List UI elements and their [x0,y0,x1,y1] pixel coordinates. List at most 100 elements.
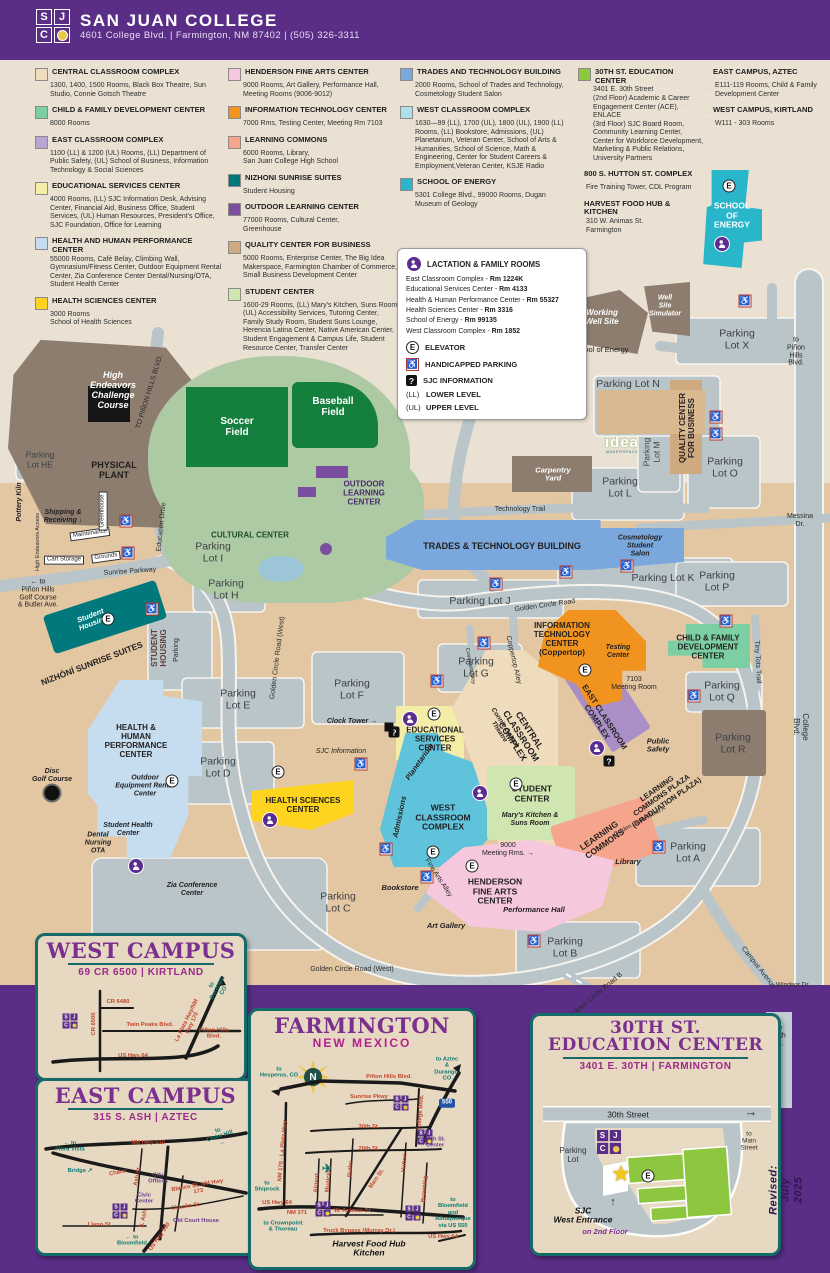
legend-entry-head: EAST CLASSROOM COMPLEX [35,134,225,149]
legend-swatch [228,241,241,255]
legend-entry-desc: 5301 College Blvd., 99000 Rooms, Dugan M… [415,192,546,208]
legend-swatch [228,135,241,149]
info-icon: ? [406,375,417,387]
sjc-logo: S J C [36,9,70,43]
inset-farmington: FARMINGTON NEW MEXICO N [248,1008,476,1270]
legend-entry-name: SCHOOL OF ENERGY [417,177,497,187]
legend-entry-desc: 310 W. Animas St. Farmington [586,218,644,234]
legend-entry-desc: 6000 Rooms, Library, San Juan College Hi… [243,149,338,166]
farmington-title: FARMINGTON [274,1013,450,1038]
lactation-room: Health Sciences Center - Rm 3316 [406,307,513,315]
inset-label: ← to Bloomfield [117,1234,147,1247]
inset-label: Piñon Hills Blvd. [366,1073,412,1080]
legend-swatch [35,135,48,149]
legend-entry-head: CHILD & FAMILY DEVELOPMENT CENTER [35,105,225,120]
lactation-room: Educational Services Center - Rm 4133 [406,286,528,294]
inset-label: to Shiprock [254,1180,280,1193]
legend-entry-desc: 8000 Rooms [50,120,90,128]
header: S J C SAN JUAN COLLEGE 4601 College Blvd… [0,0,830,60]
legend-entry-head: EDUCATIONAL SERVICES CENTER [35,181,225,196]
legend-entry-desc: 3000 Rooms School of Health Sciences [50,310,132,327]
legend-swatch [35,237,48,251]
legend-entry-name: QUALITY CENTER FOR BUSINESS [245,240,371,250]
inset-label: Hutton [401,1153,409,1173]
west-campus-subtitle: 69 CR 6500 | KIRTLAND [78,967,204,979]
legend-entry-name: WEST CLASSROOM COMPLEX [417,105,531,115]
legend-entry-name: EAST CLASSROOM COMPLEX [52,134,164,144]
legend-entry-desc: 4000 Rooms, (LL) SJC Information Desk, A… [50,196,215,229]
farmington-state: NEW MEXICO [312,1036,412,1051]
legend-swatch [400,178,413,192]
legend-entry-desc: Fire Training Tower, CDL Program [586,184,692,192]
legend-entry-head: HEALTH SCIENCES CENTER [35,295,225,310]
legend-entry-desc: W111 - 303 Rooms [715,120,775,128]
legend-swatch [228,173,241,187]
legend-entry-desc: Student Housing [243,187,295,195]
inset-label: Chuska St. [170,1201,202,1212]
inset-label: Chaco [108,1168,128,1178]
inset-label: Twin Peaks Blvd. [126,1021,174,1028]
inset-label: to Main Street [740,1130,758,1152]
inset-label: CR 6500 [90,1012,97,1036]
legend-entry-name: EAST CAMPUS, AZTEC [713,67,798,76]
inset-label: → [744,1103,758,1119]
legend-entry-name: HEALTH SCIENCES CENTER [52,295,157,305]
inset-label: City Offices [148,1172,168,1185]
legend-entry-name: 30TH ST. EDUCATION CENTER [595,67,674,85]
legend-swatch [35,182,48,196]
symbol-item: (UL)UPPER LEVEL [406,403,578,412]
symbol-item-label: SJC INFORMATION [423,376,493,386]
west-campus-roads [51,976,242,1073]
farmington-roads [257,1064,466,1242]
lactation-title: LACTATION & FAMILY ROOMS [427,259,541,269]
inset-label: Old Court House [172,1217,220,1224]
east-campus-title: EAST CAMPUS [54,1083,237,1108]
inset-label: to Durango, CO [208,975,229,1001]
thirty-title-line2: EDUCATION CENTER [548,1035,763,1056]
legend-entry-name: STUDENT CENTER [245,286,315,296]
legend-entry-desc: 1100 (LL) & 1200 (UL) Rooms, (LL) Depart… [50,149,209,174]
lactation-room: Health & Human Performance Center - Rm 5… [406,296,559,304]
inset-label: ↑ [610,1195,616,1208]
legend-swatch [578,68,591,81]
legend-entry-head: OUTDOOR LEARNING CENTER [228,202,400,217]
inset-east-campus: EAST CAMPUS 315 S. ASH | AZTEC ← to Flor… [35,1078,256,1256]
legend-entry-desc: 55000 Rooms, Café Belay, Climbing Wall, … [50,255,222,289]
legend-entry-desc: 9000 Rooms, Art Gallery, Performance Hal… [243,82,379,98]
east-campus-subtitle: 315 S. ASH | AZTEC [93,1112,198,1124]
symbol-item-label: HANDICAPPED PARKING [425,360,518,370]
inset-label: Harvest Food Hub Kitchen [332,1238,406,1258]
symbols-legend: LACTATION & FAMILY ROOMS East Classroom … [397,248,587,421]
legend-entry-name: LEARNING COMMONS [245,134,328,144]
thirty-roads [543,1106,771,1238]
legend-entry-desc: 3401 E. 30th Street (2nd Floor) Academic… [593,86,703,162]
inset-label: Piñon Hills Blvd. [199,1027,229,1040]
legend-entry-head: HARVEST FOOD HUB & KITCHEN [578,198,704,217]
symbol-item-label: LOWER LEVEL [426,390,481,400]
legend-swatch [35,106,48,120]
legend-entry-desc: 5000 Rooms, Enterprise Center, The Big I… [243,255,398,280]
legend-entry-name: HARVEST FOOD HUB & KITCHEN [584,198,671,217]
east-campus-roads [44,1131,248,1253]
lactation-room: East Classroom Complex - Rm 1224K [406,276,524,283]
lactation-icon [406,256,422,272]
symbol-item-label: ELEVATOR [425,343,466,353]
inset-label: Bridge ↗ [67,1167,93,1174]
legend-entry-desc: 2000 Rooms, School of Trades and Technol… [415,82,564,98]
inset-label: ← to Flora Vista [55,1140,85,1153]
inset-label: Civic Center [134,1192,154,1205]
inset-label: College Blvd. [416,1094,426,1132]
